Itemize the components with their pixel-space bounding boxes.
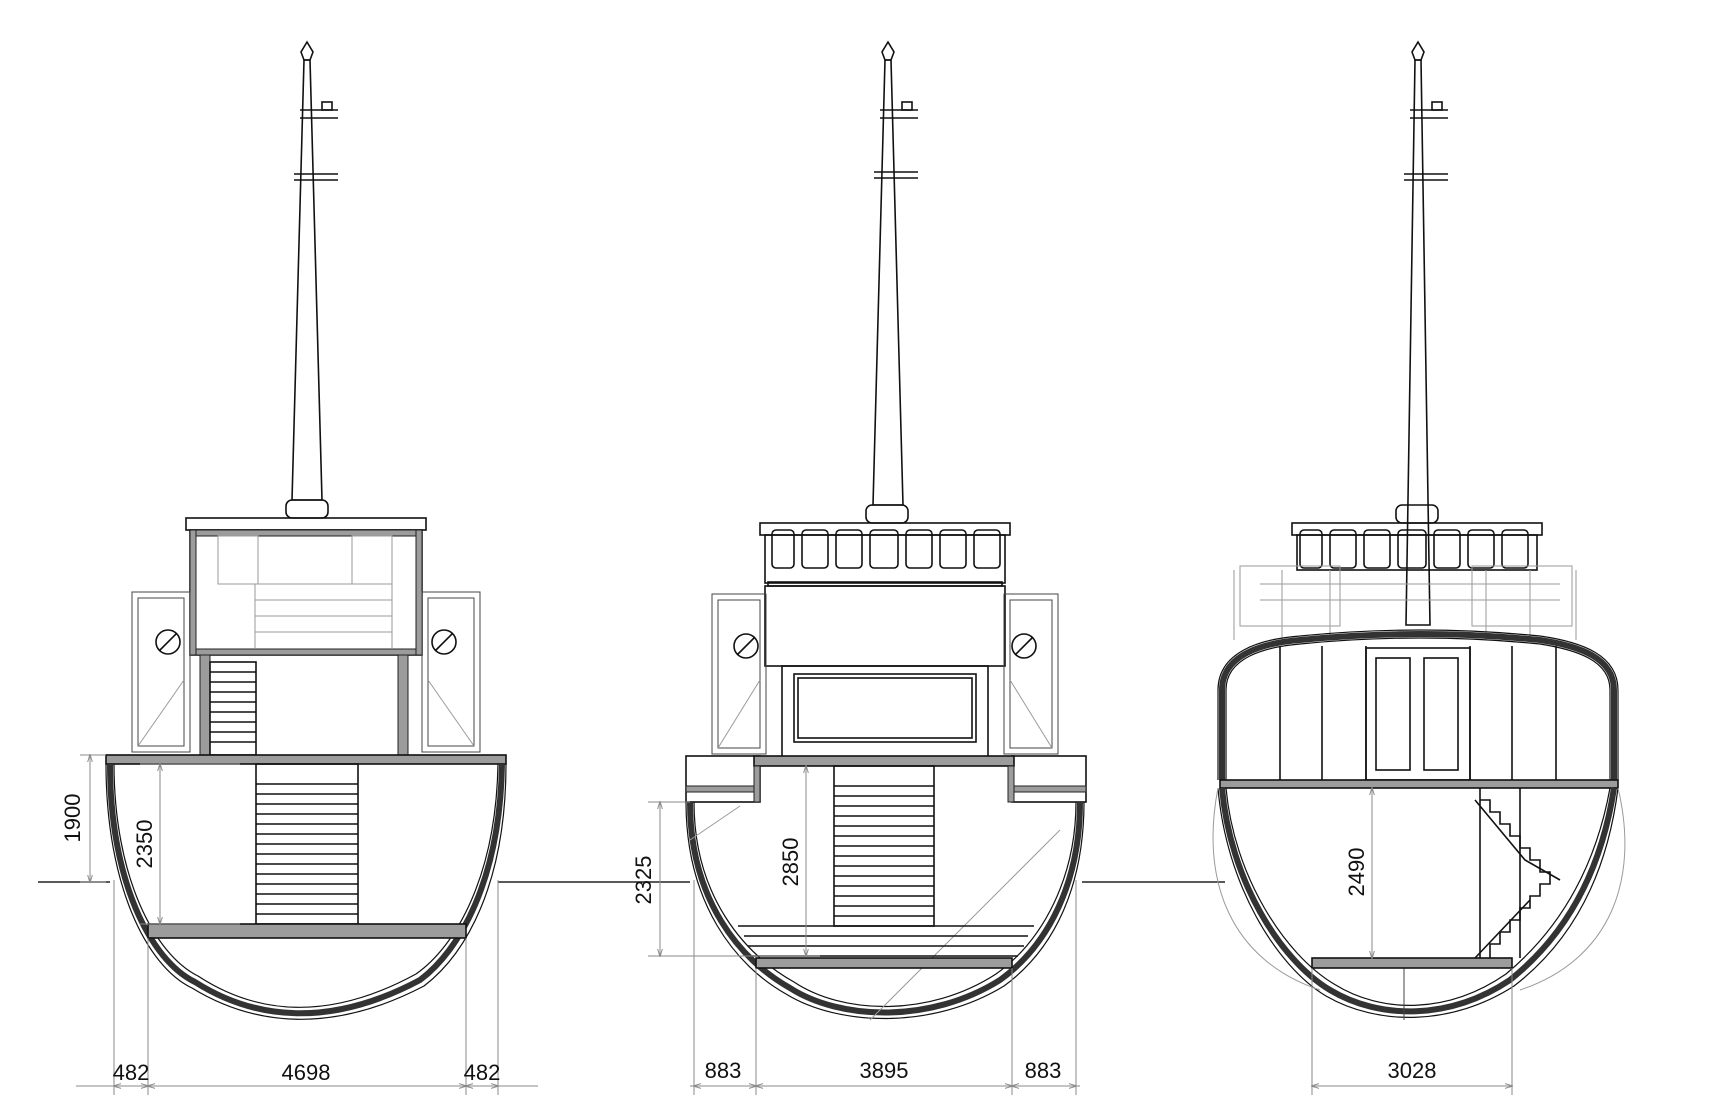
- mast-left: [285, 40, 338, 519]
- dim-right-v1: 2490: [1344, 848, 1369, 897]
- companionway-left: [199, 654, 409, 756]
- mast-right: [1395, 40, 1448, 626]
- wheelhouse-windows-middle: [771, 529, 1001, 569]
- tank-top-left: [147, 923, 467, 939]
- wheelhouse-left: [185, 517, 427, 656]
- dimensions-middle: 2325 2850 883 3895 883: [631, 766, 1080, 1095]
- ladder-middle: [738, 765, 1034, 957]
- dim-left-v2: 2350: [132, 820, 157, 869]
- dim-middle-h3: 883: [1025, 1058, 1062, 1083]
- section-middle: 2325 2850 883 3895 883: [631, 40, 1087, 1095]
- main-deck-left: [105, 754, 507, 765]
- dimensions-right: 2490 3028: [1312, 788, 1512, 1095]
- dim-left-h1: 482: [113, 1060, 150, 1085]
- ladder-left: [255, 763, 359, 925]
- dim-middle-h1: 883: [705, 1058, 742, 1083]
- dim-middle-h2: 3895: [860, 1058, 909, 1083]
- tank-top-middle: [755, 957, 1013, 969]
- wheelhouse-windows-right: [1299, 529, 1529, 569]
- main-deck-right: [1219, 779, 1619, 789]
- hull-left: [105, 763, 507, 1020]
- dimensions-left: 1900 2350 482 4698 482: [60, 755, 538, 1095]
- tank-top-right: [1311, 957, 1513, 969]
- side-lockers-middle: [711, 593, 1059, 755]
- section-left: 1900 2350 482 4698 482: [60, 40, 538, 1095]
- dim-left-h3: 482: [464, 1060, 501, 1085]
- stairs-right: [1474, 788, 1561, 959]
- dim-left-h2: 4698: [282, 1060, 331, 1085]
- side-lockers-left: [131, 591, 481, 753]
- railings-right: [1233, 565, 1577, 640]
- section-right: 2490 3028: [1212, 40, 1626, 1095]
- wheelhouse-right: [1217, 522, 1619, 781]
- dim-right-h1: 3028: [1388, 1058, 1437, 1083]
- dim-middle-v2: 2850: [778, 838, 803, 887]
- hull-middle: [685, 801, 1085, 1021]
- dim-left-v1: 1900: [60, 794, 85, 843]
- wheelhouse-middle: [759, 522, 1011, 765]
- mast-middle: [865, 40, 918, 524]
- decks-middle: [685, 755, 1087, 803]
- dim-middle-v1: 2325: [631, 856, 656, 905]
- hull-right: [1212, 787, 1626, 1020]
